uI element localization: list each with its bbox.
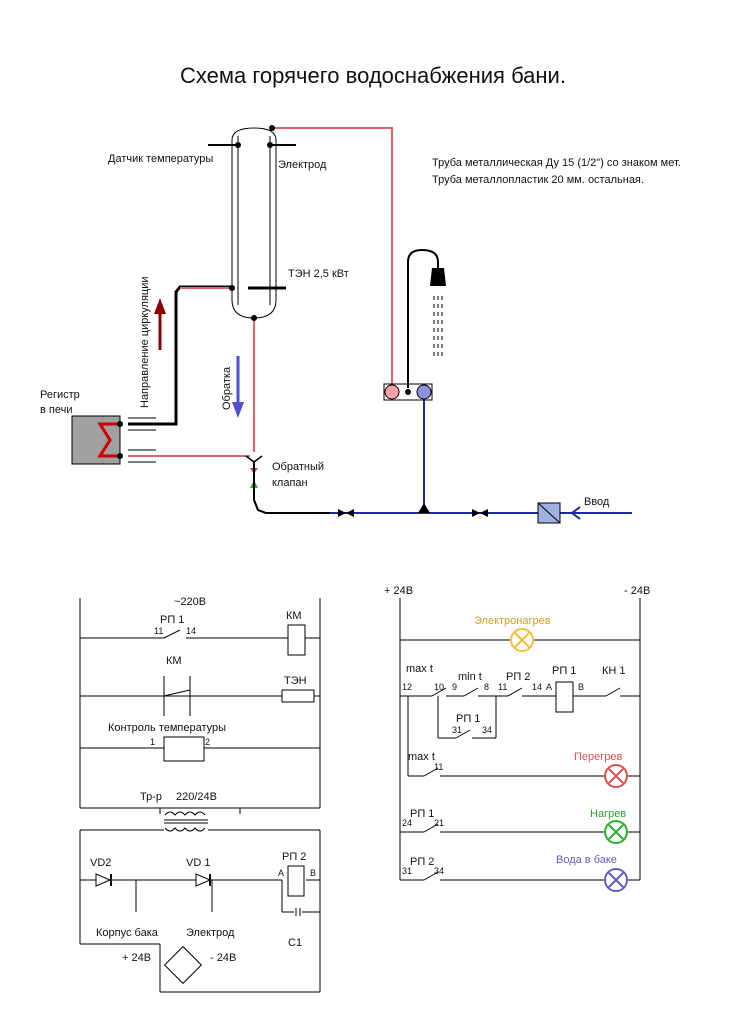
diode-vd2 <box>95 873 112 887</box>
rp1-pin-b: В <box>578 682 584 692</box>
heating-label: Нагрев <box>590 808 626 820</box>
pin-11b: 11 <box>434 762 443 772</box>
check-valve-icon <box>245 455 263 500</box>
register-label-2: в печи <box>40 404 72 416</box>
mixer-block <box>383 383 433 401</box>
lamp-icon <box>510 628 534 652</box>
diode-vd1 <box>195 873 212 887</box>
supply-220-label: ~220В <box>174 596 206 608</box>
vd2-label: VD2 <box>90 857 111 869</box>
pin-34: 34 <box>482 725 492 735</box>
electrode-symbol <box>267 142 296 148</box>
register-in-furnace <box>71 415 156 465</box>
c1-label: С1 <box>288 937 302 949</box>
temp-sensor-label: Датчик температуры <box>108 153 213 165</box>
overheat-label: Перегрев <box>574 751 623 763</box>
check-valve-label-2: клапан <box>272 477 308 489</box>
ten-label: ТЭН <box>284 675 307 687</box>
minus24-power-label: - 24В <box>210 952 236 964</box>
pin11-label: 11 <box>154 626 163 636</box>
km-coil-label: КМ <box>286 610 302 622</box>
boiler-tank <box>231 127 277 319</box>
shower-icon <box>407 248 446 388</box>
pin-8: 8 <box>484 682 489 692</box>
valve-icon <box>338 509 354 517</box>
check-valve-label-1: Обратный <box>272 461 324 473</box>
heater-label: ТЭН 2,5 кВт <box>288 268 349 280</box>
hot-pipe-top <box>272 127 393 388</box>
rp2-pin-b: В <box>310 868 316 878</box>
water-in-tank-label: Вода в баке <box>556 854 617 866</box>
lamp-icon <box>604 764 628 788</box>
control-minus24-label: - 24В <box>624 585 650 597</box>
transformer-ratio-label: 220/24В <box>176 791 217 803</box>
rp2-control-label: РП 2 <box>506 671 530 683</box>
circulation-arrow-icon <box>154 298 166 350</box>
page-title: Схема горячего водоснабжения бани. <box>180 63 566 88</box>
rp1-control-label: РП 1 <box>552 665 576 677</box>
inlet-arrow-icon <box>570 506 620 520</box>
min-t-label: min t <box>458 671 482 683</box>
temp-control-label: Контроль температуры <box>108 722 226 734</box>
max-t-label: max t <box>406 663 433 675</box>
electrode-power-label: Электрод <box>186 927 235 939</box>
pin-9: 9 <box>452 682 457 692</box>
inlet-label: Ввод <box>584 496 610 508</box>
return-label: Обратка <box>221 366 233 410</box>
pin-24: 24 <box>402 818 412 828</box>
rp1-label: РП 1 <box>160 614 184 626</box>
km-contacts <box>163 676 191 716</box>
circulation-label: Направление циркуляции <box>139 277 151 409</box>
return-arrow-icon <box>232 356 244 418</box>
power-circuit <box>79 598 321 993</box>
pin14-label: 14 <box>186 626 196 636</box>
pin-31: 31 <box>452 725 462 735</box>
rp1-pin-a: А <box>546 682 552 692</box>
plus24-power-label: + 24В <box>122 952 151 964</box>
filter-icon <box>537 502 561 524</box>
pin-21: 21 <box>434 818 444 828</box>
kn1-label: КН 1 <box>602 665 626 677</box>
temperature-sensor <box>208 142 241 148</box>
tank-body-label: Корпус бака <box>96 927 159 939</box>
lamp-icon <box>604 868 628 892</box>
control-plus24-label: + 24В <box>384 585 413 597</box>
note-metal-pipe: Труба металлическая Ду 15 (1/2") со знак… <box>432 157 681 169</box>
pin-12: 12 <box>402 682 412 692</box>
pin2-label: 2 <box>205 737 210 747</box>
rp2-row4-label: РП 2 <box>410 856 434 868</box>
rp1-row3-label: РП 1 <box>410 808 434 820</box>
electrode-label: Электрод <box>278 159 327 171</box>
pin-31b: 31 <box>402 866 412 876</box>
note-plastic-pipe: Труба металлопластик 20 мм. остальная. <box>432 174 644 186</box>
electro-heat-label: Электронагрев <box>474 615 551 627</box>
lamp-icon <box>604 820 628 844</box>
km-contacts-label: КМ <box>166 655 182 667</box>
pin-34b: 34 <box>434 866 444 876</box>
pin-11: 11 <box>498 682 507 692</box>
pin1-label: 1 <box>150 737 155 747</box>
vd1-label: VD 1 <box>186 857 210 869</box>
register-label-1: Регистр <box>40 389 80 401</box>
transformer-label: Тр-р <box>140 791 162 803</box>
rp2-pin-a: А <box>278 868 284 878</box>
rp1-lower-label: РП 1 <box>456 713 480 725</box>
max-t2-label: max t <box>408 751 435 763</box>
valve-icon <box>472 509 488 517</box>
pin-14: 14 <box>532 682 542 692</box>
pin-10: 10 <box>434 682 444 692</box>
rp2-label: РП 2 <box>282 851 306 863</box>
